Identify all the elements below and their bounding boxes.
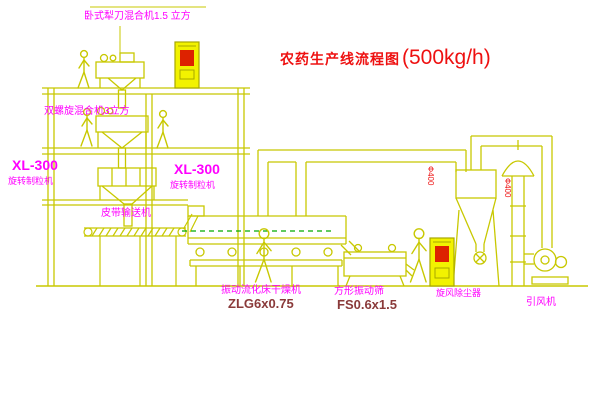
belt-conveyor — [83, 213, 199, 286]
label-dryer-model: ZLG6x0.75 — [228, 296, 294, 311]
worker-figure-3 — [156, 109, 169, 149]
label-sieve-model: FS0.6x1.5 — [337, 297, 397, 312]
label-conveyor: 皮带输送机 — [101, 208, 151, 219]
control-cabinet-2 — [429, 237, 455, 287]
label-fan: 引风机 — [526, 297, 556, 308]
exhaust-duct — [257, 149, 467, 216]
exhaust-stack — [501, 140, 535, 286]
label-granulator-mid-name: 旋转制粒机 — [170, 180, 216, 190]
label-granulator-left-model: XL-300 — [12, 157, 58, 173]
duct-diameter-label: Ф400 — [426, 166, 435, 186]
second-mixer — [95, 106, 149, 169]
label-granulator-mid-model: XL-300 — [174, 161, 220, 177]
page-title: 农药生产线流程图 (500kg/h) — [280, 46, 491, 70]
label-dryer-name: 振动流化床干燥机 — [221, 285, 301, 296]
vibrating-sieve — [340, 240, 415, 287]
worker-figure-5 — [409, 227, 428, 283]
label-leader-lines — [90, 6, 206, 54]
label-second-mixer: 双螺旋混合机3立方 — [44, 106, 130, 117]
label-top-mixer: 卧式犁刀混合机1.5 立方 — [84, 11, 191, 22]
worker-figure-1 — [77, 49, 90, 89]
title-text: 农药生产线流程图 — [280, 51, 400, 67]
cyclone — [452, 135, 553, 287]
label-sieve-name: 方形振动筛 — [334, 286, 384, 297]
title-capacity: (500kg/h) — [402, 46, 491, 69]
label-cyclone: 旋风除尘器 — [436, 288, 482, 298]
control-cabinet-1 — [174, 41, 200, 89]
building-frame — [42, 87, 250, 286]
label-granulator-left-name: 旋转制粒机 — [8, 176, 54, 186]
stack-diameter-label: Ф400 — [503, 178, 512, 198]
top-mixer — [95, 52, 145, 109]
granulator — [97, 167, 157, 227]
draft-fan — [524, 248, 569, 285]
